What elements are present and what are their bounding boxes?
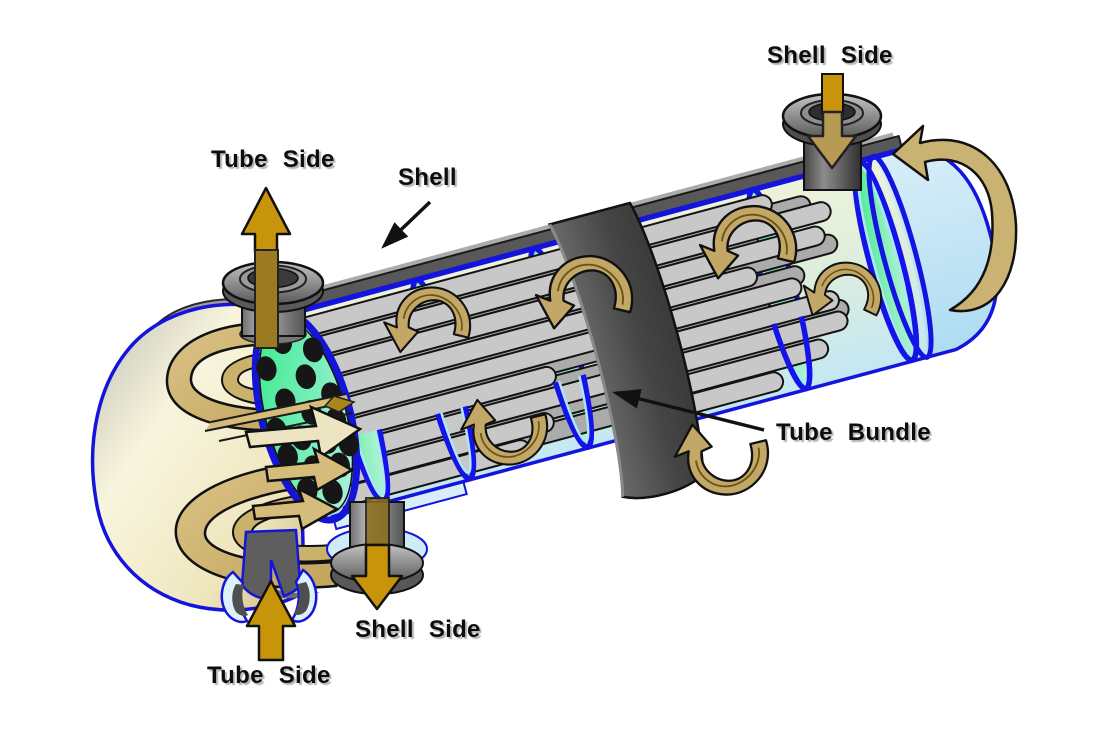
tube-side-bottom-label: Tube Side bbox=[207, 662, 331, 689]
tube-side-outlet-shaft bbox=[254, 249, 279, 349]
tube-side-outlet-nozzle bbox=[221, 186, 325, 349]
shell-side-inlet-shaft bbox=[821, 73, 844, 115]
end-cap-flow-arrow bbox=[891, 124, 1018, 313]
tube-side-top-label: Tube Side bbox=[211, 146, 335, 173]
shell-callout-arrow bbox=[381, 200, 432, 249]
tube-side-outlet-arrow bbox=[240, 186, 292, 254]
tube-side-entry-arrows bbox=[204, 393, 363, 531]
shell-side-inlet-nozzle bbox=[781, 73, 883, 191]
tube-side-inlet-arrow bbox=[245, 579, 297, 662]
tube-bundle-band bbox=[547, 201, 705, 500]
shell-side-inlet-arrow bbox=[806, 110, 858, 170]
shell-side-outlet-arrow bbox=[350, 543, 404, 611]
shell-side-top-label: Shell Side bbox=[767, 42, 893, 69]
shell-flow-arrows bbox=[383, 124, 1018, 496]
shell-side-bottom-label: Shell Side bbox=[355, 616, 481, 643]
tube-bundle-label: Tube Bundle bbox=[776, 419, 931, 446]
tube-bundle-callout-arrow bbox=[612, 389, 765, 432]
tube-side-inlet-nozzle bbox=[220, 528, 318, 662]
shell-side-outlet-nozzle bbox=[326, 497, 428, 611]
shell-label: Shell bbox=[398, 164, 457, 191]
